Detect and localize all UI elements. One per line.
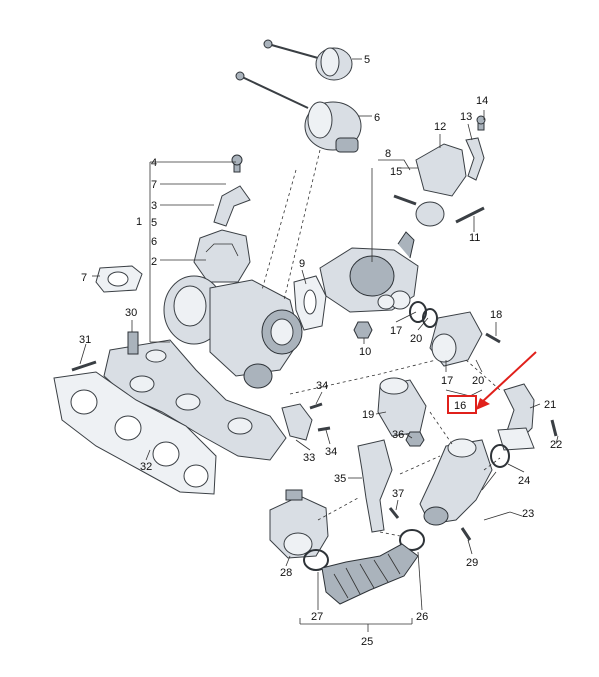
part-6-actuator	[235, 71, 362, 153]
callout-6-shield: 6	[151, 236, 157, 248]
red-arrow-head-icon	[476, 398, 490, 410]
callout-5: 5	[364, 54, 370, 66]
callout-12: 12	[434, 121, 446, 133]
callout-34-top: 34	[316, 380, 328, 392]
callout-14: 14	[476, 95, 488, 107]
callout-25: 25	[361, 636, 373, 648]
callout-17-top: 17	[390, 325, 402, 337]
callout-4: 4	[151, 157, 157, 169]
callout-21: 21	[544, 399, 556, 411]
callout-5-shield: 5	[151, 217, 157, 229]
callout-30: 30	[125, 307, 137, 319]
part-17-20-seals	[409, 301, 438, 328]
part-7-gasket	[95, 265, 143, 293]
callout-10: 10	[359, 346, 371, 358]
part-31-studs	[71, 360, 97, 372]
part-35-bracket	[357, 439, 393, 533]
part-27-clamp	[303, 549, 329, 571]
callout-23: 23	[522, 508, 534, 520]
highlight-group	[447, 351, 537, 414]
leader-lines	[79, 58, 559, 632]
callout-7-shield: 7	[151, 179, 157, 191]
callout-34-bottom: 34	[325, 446, 337, 458]
part-21-pipe	[497, 383, 535, 451]
callout-11: 11	[469, 232, 480, 244]
red-arrow-icon	[481, 351, 537, 403]
part-22-bolt	[550, 419, 558, 437]
callout-16: 16	[454, 400, 466, 412]
callout-19: 19	[362, 409, 374, 421]
part-5-actuator	[263, 39, 353, 81]
callout-35: 35	[334, 473, 346, 485]
callout-9: 9	[299, 258, 305, 270]
part-heat-shields	[193, 154, 251, 283]
part-32-gasket	[53, 371, 217, 495]
highlight-box	[447, 395, 477, 414]
callout-36: 36	[392, 429, 404, 441]
part-13-bracket	[465, 115, 486, 181]
callout-18: 18	[490, 309, 502, 321]
callout-15: 15	[390, 166, 402, 178]
callout-31: 31	[79, 334, 91, 346]
part-16-pipe	[429, 311, 483, 367]
part-exhaust-manifold	[103, 339, 287, 461]
callout-26: 26	[416, 611, 428, 623]
part-24-ring	[490, 444, 510, 468]
part-15-clamp	[393, 194, 445, 227]
callout-6: 6	[374, 112, 380, 124]
part-28-housing	[269, 489, 329, 559]
callout-32: 32	[140, 461, 152, 473]
part-23-housing	[419, 438, 493, 526]
part-26-clamp	[399, 529, 425, 551]
part-36-nut	[405, 431, 425, 447]
part-11-bolt	[455, 206, 485, 224]
callout-1: 1	[136, 216, 142, 228]
part-37-bolt	[388, 507, 400, 519]
callout-27: 27	[311, 611, 323, 623]
callout-24: 24	[518, 475, 530, 487]
callout-17-bottom: 17	[441, 375, 453, 387]
part-30-stud	[127, 331, 139, 355]
part-33-bracket	[281, 402, 331, 441]
part-9-gasket	[293, 275, 327, 331]
callout-28: 28	[280, 567, 292, 579]
callout-20-top: 20	[410, 333, 422, 345]
callout-3: 3	[151, 200, 157, 212]
callout-8: 8	[385, 148, 391, 160]
callout-29: 29	[466, 557, 478, 569]
part-19-coupling	[377, 377, 427, 437]
part-25-hose	[321, 543, 419, 605]
part-8-turbo-housing	[319, 231, 419, 313]
callout-7-gasket: 7	[81, 272, 87, 284]
callout-33: 33	[303, 452, 315, 464]
callout-22: 22	[550, 439, 562, 451]
callout-20-bottom: 20	[472, 375, 484, 387]
callout-37: 37	[392, 488, 404, 500]
part-12-heat-shield	[415, 143, 467, 197]
part-18-bolt	[485, 332, 501, 344]
callout-13: 13	[460, 111, 472, 123]
part-10-nut	[353, 321, 373, 339]
part-29-bolt	[460, 527, 472, 541]
callout-2: 2	[151, 256, 157, 268]
callout-labels: 1 2 3 4 5 6 7 7 5 6 8 9 10 11 12 13 14 1…	[79, 54, 562, 648]
part-1-turbocharger	[163, 275, 303, 389]
